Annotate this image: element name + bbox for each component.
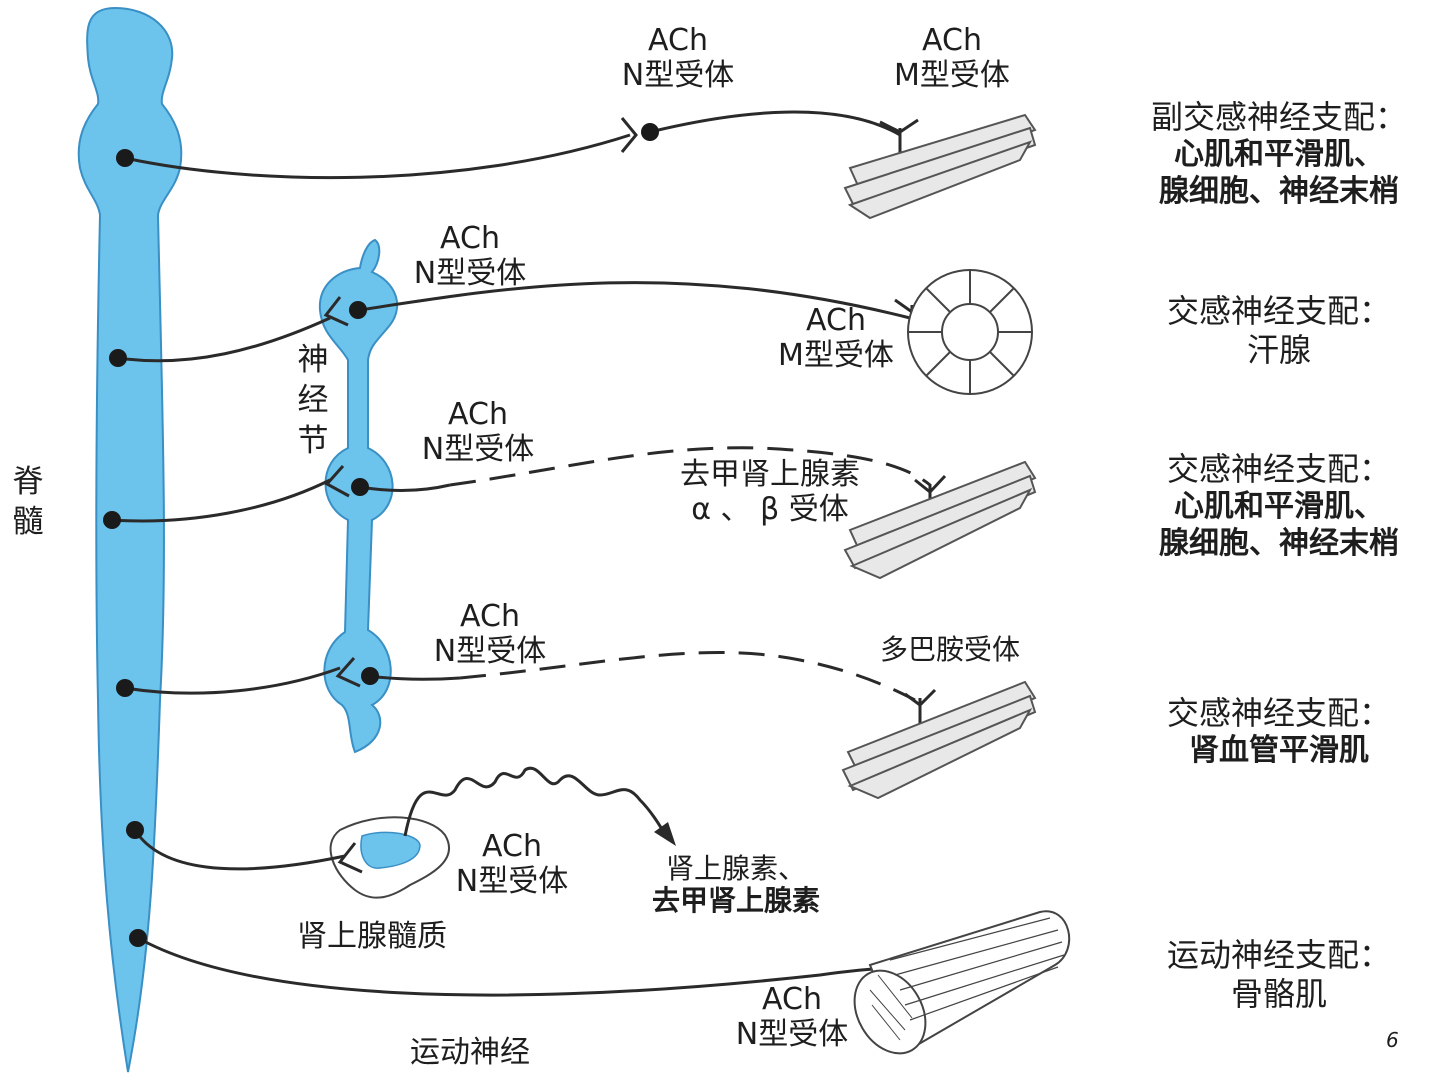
postganglionic-fiber-4 [367,674,461,681]
postganglionic-fiber-3-dashed [449,446,931,487]
target-label-5: 运动神经支配： 骨骼肌 [1166,936,1391,1014]
hormone-release-label: 肾上腺素、去甲肾上腺素 [651,852,820,918]
target-label-1: 副交感神经支配： 心肌和平滑肌、 腺细胞、神经末梢 [1150,98,1407,209]
adrenal-medulla-label: 肾上腺髓质 [297,919,447,954]
smooth-muscle-3 [841,680,1037,800]
ganglion-chain [318,238,399,754]
sweat-gland [907,269,1033,395]
smooth-muscle-2 [843,460,1037,580]
preganglionic-fiber-3 [111,478,331,523]
smooth-muscle-1 [843,113,1037,220]
synapse-dots [103,123,659,947]
page-number: 6 [1386,1028,1399,1052]
motor-nerve-label: 运动神经 [410,1035,530,1070]
spinal-cord [77,6,183,1073]
preganglionic-fiber-1 [124,133,631,180]
postganglionic-fiber-2 [359,281,911,320]
spinal-cord-label: 脊髓 [12,464,44,541]
ganglion-label: 神经节 [297,342,329,459]
target-label-2: 交感神经支配： 汗腺 [1166,292,1391,370]
target-label-4: 交感神经支配： 肾血管平滑肌 [1166,694,1391,769]
adrenal-fiber [133,829,346,871]
adrenal-medulla-core [360,831,421,869]
postganglionic-fiber-4-dashed [459,651,916,702]
skeletal-muscle [853,910,1071,1055]
receptor-label-post-4: 多巴胺受体 [879,633,1020,666]
postganglionic-fiber-3 [359,483,451,492]
postganglionic-fiber-1 [649,110,901,137]
hormone-release-wave [403,766,667,837]
preganglionic-fiber-4 [124,666,341,695]
hormone-arrowhead [654,822,676,846]
target-label-3: 交感神经支配： 心肌和平滑肌、 腺细胞、神经末梢 [1159,450,1399,561]
preganglionic-fiber-2 [117,316,331,363]
